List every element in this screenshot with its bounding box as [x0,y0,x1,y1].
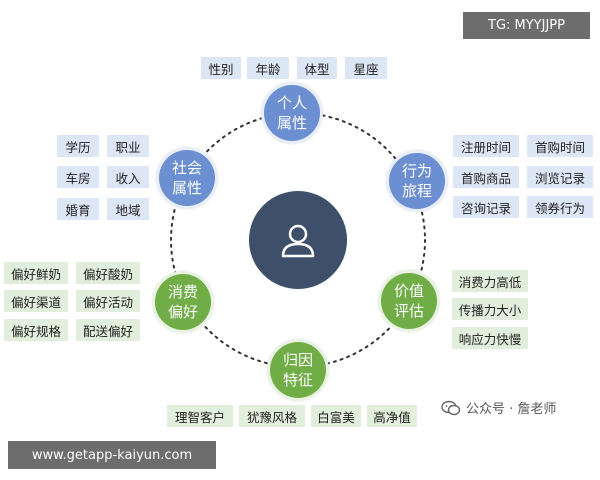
tag-occupation: 职业 [107,135,149,157]
tag-browse-history: 浏览记录 [527,166,593,188]
tag-high-net-worth: 高净值 [367,405,417,427]
node-label: 偏好 [167,303,198,321]
node-label: 行为 [401,162,432,180]
tag-first-purchase-time: 首购时间 [527,135,593,157]
tag-delivery-pref: 配送偏好 [76,319,140,341]
tag-age: 年龄 [247,57,289,79]
tag-coupon-behavior: 领券行为 [527,196,593,218]
user-center-circle [249,191,347,289]
node-label: 评估 [393,302,424,320]
node-behavior-journey: 行为 旅程 [386,150,448,212]
watermark-bottom: www.getapp-kaiyun.com [8,441,216,469]
tag-education: 学历 [57,135,99,157]
tag-hesitant-style: 犹豫风格 [239,405,305,427]
tag-pref-activity: 偏好活动 [76,290,140,312]
tag-pref-fresh-milk: 偏好鲜奶 [4,262,68,284]
node-label: 属性 [276,114,307,132]
node-label: 特征 [282,371,313,389]
tag-response-speed: 响应力快慢 [452,327,528,349]
author-text: 公众号 · 詹老师 [466,402,557,417]
node-attribution-features: 归因 特征 [267,339,329,401]
node-label: 个人 [276,94,307,112]
tag-pref-channel: 偏好渠道 [4,290,68,312]
node-consumption-preference: 消费 偏好 [152,271,214,333]
node-label: 旅程 [401,182,432,200]
tag-marriage: 婚育 [57,198,99,220]
tag-register-time: 注册时间 [453,135,519,157]
tag-spending-power: 消费力高低 [452,270,528,292]
tag-pref-yogurt: 偏好酸奶 [76,262,140,284]
tag-constellation: 星座 [345,57,387,79]
node-label: 归因 [282,351,313,369]
tag-gender: 性别 [201,57,241,79]
node-label: 消费 [167,283,198,301]
tag-body-type: 体型 [297,57,337,79]
node-value-assessment: 价值 评估 [378,270,440,332]
tag-rational-customer: 理智客户 [167,405,233,427]
node-label: 价值 [393,282,424,300]
tag-first-purchase-item: 首购商品 [453,166,519,188]
user-icon [281,224,315,258]
author-credit: 公众号 · 詹老师 [441,398,556,417]
tag-inquiry-record: 咨询记录 [453,196,519,218]
watermark-top: TG: MYYJJPP [463,12,590,39]
tag-income: 收入 [107,166,149,188]
wechat-icon [441,400,461,415]
node-personal-attributes: 个人 属性 [261,82,323,144]
tag-car-house: 车房 [57,166,99,188]
tag-wealthy-beauty: 白富美 [311,405,361,427]
node-label: 属性 [171,179,202,197]
node-label: 社会 [171,159,202,177]
tag-spread-power: 传播力大小 [452,298,528,320]
node-social-attributes: 社会 属性 [156,147,218,209]
tag-pref-spec: 偏好规格 [4,319,68,341]
tag-region: 地域 [107,198,149,220]
